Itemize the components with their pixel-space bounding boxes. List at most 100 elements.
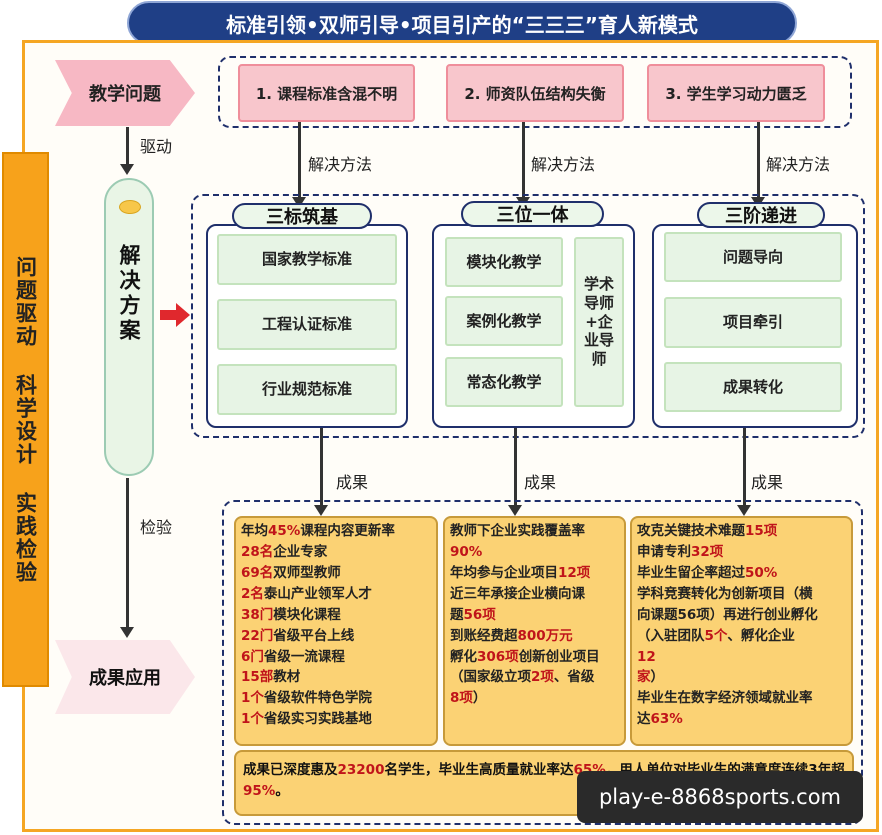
verify-arrow [120, 478, 134, 638]
result-line: 1个省级软件特色学院 [241, 688, 431, 709]
highlight-value: 2项 [531, 669, 554, 686]
teaching-item: 模块化教学 [445, 237, 563, 287]
result-text: 、孵化企业 [727, 627, 795, 644]
result-text: 攻克关键技术难题 [637, 523, 745, 539]
highlight-value: 50% [745, 564, 778, 581]
result-line: 1个省级实习实践基地 [241, 709, 431, 730]
result-line: （入驻团队5个、孵化企业 [637, 626, 846, 647]
side-label-text: 问题驱动 科学设计 实践检验 [13, 255, 38, 584]
result-text: 毕业生在数字经济领域就业率 [637, 690, 813, 707]
highlight-value: 23200 [337, 762, 385, 778]
result-line: 22门省级平台上线 [241, 626, 431, 647]
problems-box [218, 56, 852, 128]
highlight-value: 1个 [241, 711, 264, 728]
verify-label: 检验 [140, 518, 173, 537]
result-line: 毕业生留企率超过50% [637, 563, 846, 584]
result-text: 省级一流课程 [263, 648, 345, 665]
standard-item: 国家教学标准 [217, 234, 397, 285]
highlight-value: 15项 [745, 523, 778, 539]
highlight-value: 95% [243, 782, 276, 799]
result-text: 、省级 [553, 669, 595, 686]
result-text: 省级平台上线 [273, 627, 355, 644]
highlight-value: 63% [650, 711, 683, 728]
result-text: （入驻团队 [637, 627, 705, 644]
result-line: 近三年承接企业横向课 [450, 584, 619, 605]
result-line: 毕业生在数字经济领域就业率 [637, 688, 846, 709]
result-text: 课程内容更新率 [300, 523, 395, 539]
result-line: 28名企业专家 [241, 542, 431, 563]
result-text: 省级软件特色学院 [263, 690, 372, 707]
red-arrow-icon [160, 303, 190, 327]
highlight-value: 90% [450, 543, 483, 560]
stage-item: 问题导向 [664, 232, 842, 282]
highlight-value: 800万元 [517, 627, 573, 644]
result-line: 攻克关键技术难题15项 [637, 521, 846, 542]
stage-item: 成果转化 [664, 362, 842, 412]
result-label: 成果 [751, 473, 784, 492]
result-line: 69名双师型教师 [241, 563, 431, 584]
problem-item: 3. 学生学习动力匮乏 [647, 64, 825, 122]
group-title: 三标筑基 [232, 203, 372, 229]
result-text: 泰山产业领军人才 [263, 585, 372, 602]
result-line: 12 [637, 647, 846, 668]
problem-node: 教学问题 [55, 60, 195, 126]
drive-label: 驱动 [140, 137, 173, 156]
result-line: 年均45%课程内容更新率 [241, 521, 431, 542]
highlight-value: 56项 [463, 606, 496, 623]
stage-item: 项目牵引 [664, 297, 842, 348]
drive-arrow [120, 127, 134, 175]
result-line: 90% [450, 542, 619, 563]
result-text: 企业专家 [273, 543, 328, 560]
method-label: 解决方法 [531, 155, 596, 174]
result-line: 达63% [637, 709, 846, 730]
teaching-item: 常态化教学 [445, 357, 563, 407]
result-text: 省级实习实践基地 [263, 711, 372, 728]
method-arrow [292, 122, 306, 208]
result-text: 毕业生留企率超过 [637, 564, 745, 581]
result-arrow [314, 428, 328, 516]
result-text: ） [650, 669, 665, 686]
result-line: 8项） [450, 688, 619, 709]
result-label: 成果 [336, 473, 369, 492]
capsule-dot-icon [119, 200, 141, 214]
solution-label: 解决方案 [117, 244, 141, 344]
highlight-value: 38门 [241, 606, 274, 623]
problem-item: 2. 师资队伍结构失衡 [446, 64, 624, 122]
result-line: 2名泰山产业领军人才 [241, 584, 431, 605]
highlight-value: 5个 [704, 627, 728, 644]
highlight-value: 28名 [241, 543, 274, 560]
result-text: 到账经费超 [450, 627, 518, 644]
result-text: 名学生，毕业生高质量就业率达 [384, 762, 574, 778]
result-text: ） [472, 690, 487, 707]
problem-item: 1. 课程标准含混不明 [238, 64, 415, 122]
result-text: 双师型教师 [273, 564, 341, 581]
solution-capsule: 解决方案 [104, 178, 154, 476]
result-line: 6门省级一流课程 [241, 647, 431, 668]
side-label: 问题驱动 科学设计 实践检验 [2, 152, 49, 687]
result-text: 。 [275, 782, 289, 799]
highlight-value: 1个 [241, 690, 264, 707]
result-line: 孵化306项创新创业项目 [450, 647, 619, 668]
highlight-value: 12 [637, 648, 656, 665]
watermark: play-e-8868sports.com [577, 771, 863, 823]
result-line: 成果已深度惠及23200名学生，毕业生高质量就业率达 [243, 762, 573, 778]
result-text: 申请专利 [637, 543, 691, 560]
dual-mentor-text: 学术导师+企业导师 [583, 275, 614, 369]
result-line: 题56项 [450, 605, 619, 626]
result-text: 近三年承接企业横向课 [450, 585, 585, 602]
standard-item: 工程认证标准 [217, 299, 397, 350]
result-text: 达 [637, 711, 651, 728]
result-label: 成果 [524, 473, 557, 492]
dual-mentor: 学术导师+企业导师 [574, 237, 624, 407]
result-text: 成果已深度惠及 [243, 762, 338, 778]
result-line: 教师下企业实践覆盖率 [450, 521, 619, 542]
result-arrow [737, 428, 751, 516]
result-line: 38门模块化课程 [241, 605, 431, 626]
solution-box [191, 194, 865, 438]
method-arrow [516, 122, 530, 208]
highlight-value: 2名 [241, 585, 264, 602]
highlight-value: 家 [637, 669, 651, 686]
result-line: 学科竞赛转化为创新项目（横 [637, 584, 846, 605]
